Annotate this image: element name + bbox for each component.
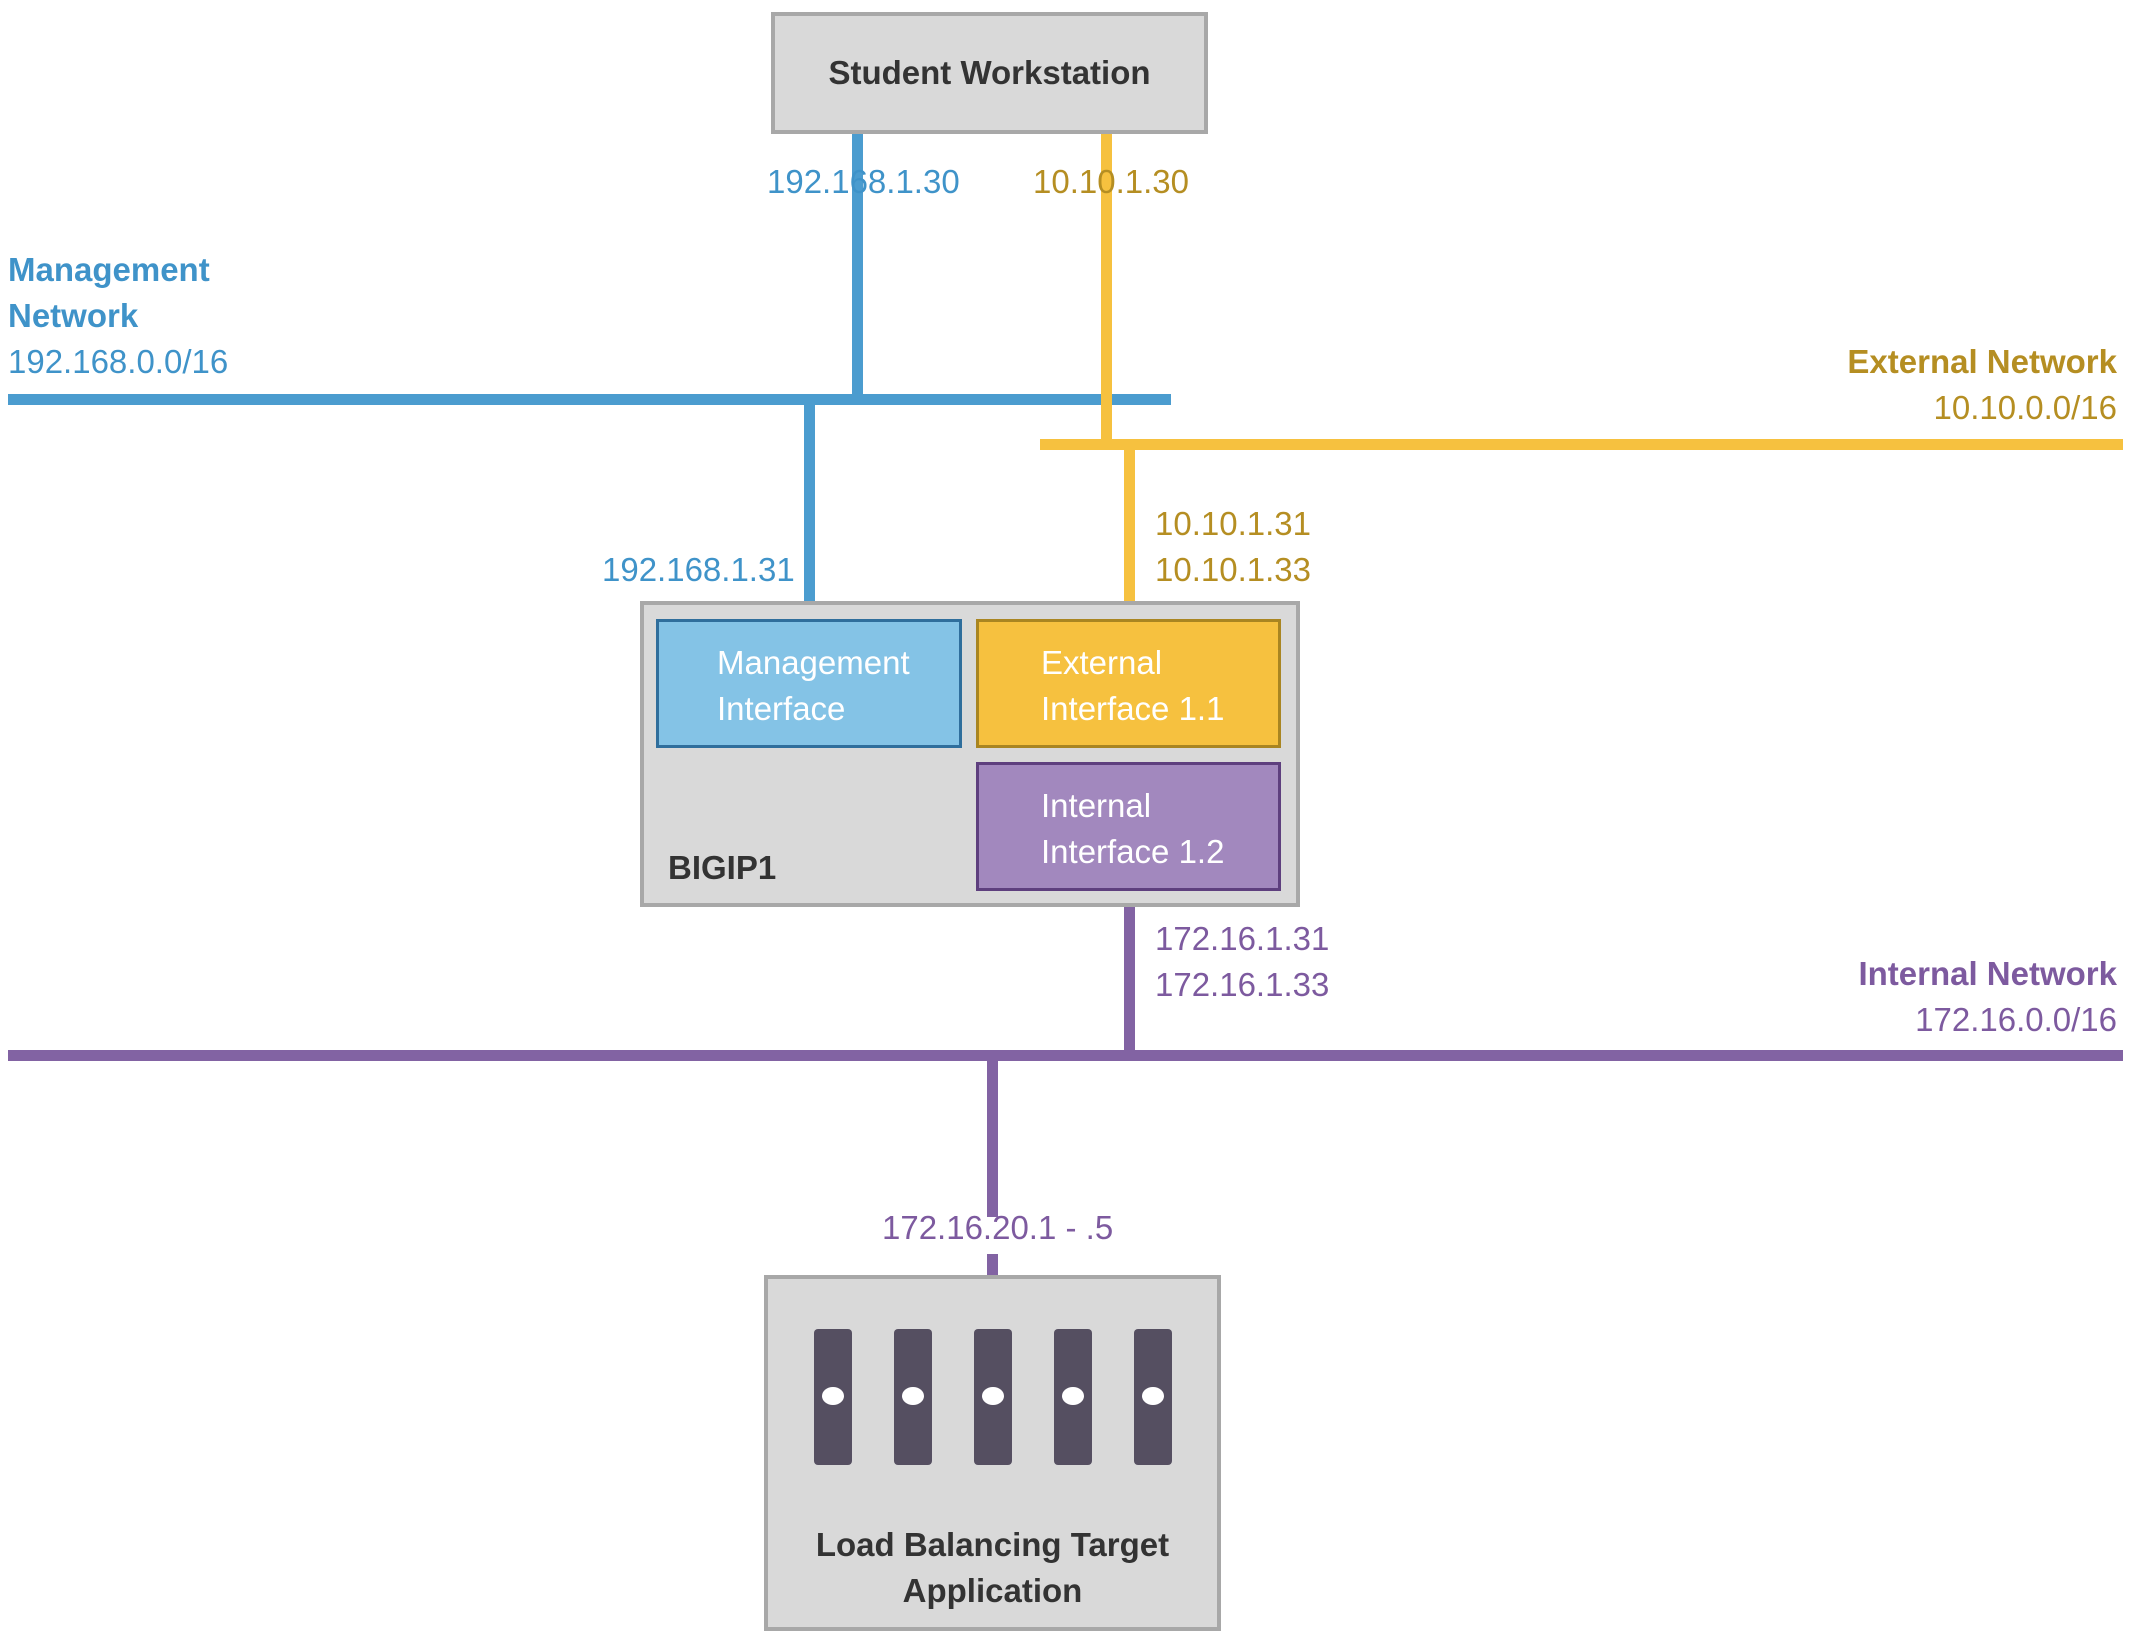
internal-network-cidr: 172.16.0.0/16 [1915, 1001, 2117, 1038]
bigip-int-link [1124, 888, 1135, 1056]
external-interface-label-2: Interface 1.1 [1041, 690, 1225, 727]
app-int-link-stub [987, 1254, 998, 1276]
internal-network-line [8, 1050, 2123, 1061]
management-network-name-1: Management [8, 251, 210, 288]
internal-interface-label-2: Interface 1.2 [1041, 833, 1225, 870]
server-icon [974, 1329, 1012, 1465]
management-network-cidr: 192.168.0.0/16 [8, 343, 229, 380]
app-label-1: Load Balancing Target [815, 1526, 1170, 1563]
workstation-ext-link [1101, 133, 1112, 444]
server-icon [894, 1329, 932, 1465]
load-balancing-target-box: Load Balancing Target Application [764, 1275, 1221, 1631]
bigip1-label: BIGIP1 [668, 849, 777, 886]
management-interface-label-1: Management [717, 644, 910, 681]
workstation-ext-ip: 10.10.1.30 [1033, 163, 1189, 200]
bigip-ext-link [1124, 444, 1135, 621]
app-int-link [987, 1055, 998, 1217]
management-network-name-2: Network [8, 297, 139, 334]
management-interface-label-2: Interface [717, 690, 846, 727]
external-interface-label-1: External [1041, 644, 1163, 681]
bigip-mgmt-ip: 192.168.1.31 [602, 551, 795, 588]
bigip-mgmt-link [804, 399, 815, 621]
bigip-ext-ip-1: 10.10.1.31 [1155, 505, 1311, 542]
internal-network-name: Internal Network [1858, 955, 2117, 992]
server-icon [814, 1329, 852, 1465]
server-icon [1134, 1329, 1172, 1465]
management-interface: Management Interface [656, 619, 962, 748]
app-ip-range: 172.16.20.1 - .5 [882, 1209, 1114, 1246]
student-workstation-box: Student Workstation [771, 12, 1208, 134]
workstation-mgmt-ip: 192.168.1.30 [767, 163, 960, 200]
app-label-2: Application [902, 1572, 1083, 1609]
management-network-line [8, 394, 1171, 405]
student-workstation-label: Student Workstation [828, 54, 1151, 91]
external-network-line [1040, 439, 2123, 450]
external-network-cidr: 10.10.0.0/16 [1933, 389, 2118, 426]
bigip-int-ip-1: 172.16.1.31 [1155, 920, 1330, 957]
internal-interface-label-1: Internal [1041, 787, 1152, 824]
bigip-ext-ip-2: 10.10.1.33 [1155, 551, 1311, 588]
internal-interface: Internal Interface 1.2 [976, 762, 1281, 891]
bigip-int-ip-2: 172.16.1.33 [1155, 966, 1330, 1003]
external-interface: External Interface 1.1 [976, 619, 1281, 748]
workstation-mgmt-link [852, 133, 863, 399]
server-icon [1054, 1329, 1092, 1465]
external-network-name: External Network [1847, 343, 2117, 380]
